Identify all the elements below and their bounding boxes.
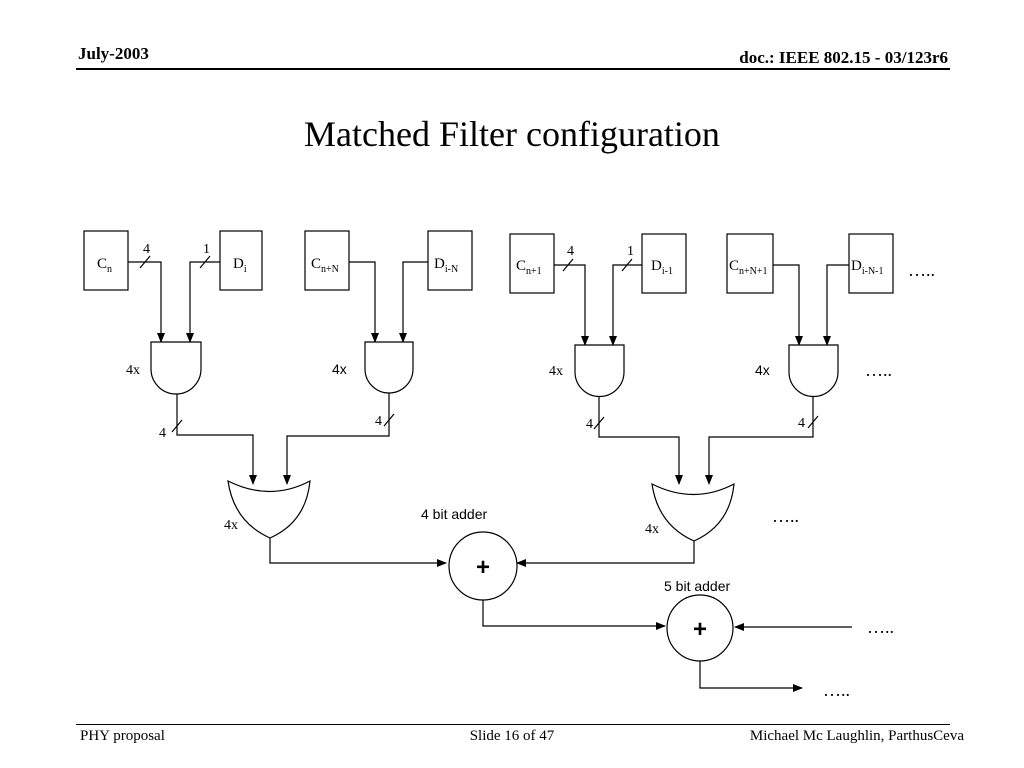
wire xyxy=(598,397,683,485)
bus-tick xyxy=(171,419,183,433)
slide-number: Slide 16 of 47 xyxy=(469,728,555,744)
and-gate-4 xyxy=(788,344,839,398)
wire xyxy=(283,393,390,485)
wire xyxy=(269,538,447,567)
footer-left: PHY proposal xyxy=(80,728,165,744)
bus-tick xyxy=(199,255,211,269)
or-gate-2 xyxy=(651,482,735,542)
wire xyxy=(699,661,803,692)
register-label: Di xyxy=(233,256,247,275)
wire xyxy=(516,541,695,567)
bus-tick xyxy=(383,413,395,427)
register-c-n-plus-1 xyxy=(509,233,555,294)
wire xyxy=(554,264,589,346)
wire xyxy=(128,261,165,343)
bus-tick xyxy=(807,415,819,429)
register-label: Cn xyxy=(97,256,112,275)
bus-width-label: 4 xyxy=(586,417,593,432)
multiplier-label: 4x xyxy=(224,518,238,533)
ellipsis: ….. xyxy=(772,506,799,526)
wire xyxy=(399,261,428,343)
wire xyxy=(773,264,803,346)
bus-tick xyxy=(621,258,633,272)
header-rule xyxy=(76,68,950,70)
bus-tick xyxy=(593,416,605,430)
register-label: Cn+N xyxy=(311,256,339,275)
header-date: July-2003 xyxy=(78,44,149,63)
slide-title: Matched Filter configuration xyxy=(304,114,720,154)
register-d-i xyxy=(219,230,263,291)
multiplier-label: 4x xyxy=(549,364,563,379)
wire xyxy=(349,261,379,343)
adder1-plus: + xyxy=(476,554,490,581)
adder1-label: 4 bit adder xyxy=(421,506,487,522)
bus-width-label: 4 xyxy=(375,414,382,429)
bus-tick xyxy=(562,258,574,272)
header-doc-id: doc.: IEEE 802.15 - 03/123r6 xyxy=(739,48,948,67)
ellipsis: ….. xyxy=(867,617,894,637)
register-c-n-plus-N-plus-1 xyxy=(726,233,774,294)
register-label: Cn+N+1 xyxy=(729,258,768,277)
wire xyxy=(705,397,814,485)
or-gate-1 xyxy=(227,479,311,539)
bus-width-label: 4 xyxy=(798,416,805,431)
bus-tick xyxy=(139,255,151,269)
multiplier-label: 4x xyxy=(332,361,347,377)
wire xyxy=(823,264,849,346)
wire xyxy=(482,600,666,630)
adder2-plus: + xyxy=(693,616,707,643)
ellipsis: ….. xyxy=(908,260,935,280)
wire xyxy=(186,261,220,343)
multiplier-label: 4x xyxy=(126,363,140,378)
and-gate-2 xyxy=(364,341,414,394)
multiplier-label: 4x xyxy=(645,522,659,537)
and-gate-3 xyxy=(574,344,625,398)
register-label: Di-1 xyxy=(651,258,673,277)
ellipsis: ….. xyxy=(865,360,892,380)
register-d-i-minus-N-minus-1 xyxy=(848,233,894,294)
bus-width-label: 4 xyxy=(159,426,166,441)
register-label: Cn+1 xyxy=(516,258,542,277)
register-d-i-minus-N xyxy=(427,230,473,291)
bus-width-label: 4 xyxy=(567,244,574,259)
multiplier-label: 4x xyxy=(755,362,770,378)
register-c-n-plus-N xyxy=(304,230,350,291)
register-label: Di-N xyxy=(434,256,458,275)
wire xyxy=(609,264,642,346)
and-gate-1 xyxy=(150,341,202,395)
register-label: Di-N-1 xyxy=(851,258,884,277)
footer-author: Michael Mc Laughlin, ParthusCeva xyxy=(749,728,964,744)
wire xyxy=(176,394,257,485)
register-c-n xyxy=(83,230,129,291)
bus-width-label: 4 xyxy=(143,242,150,257)
adder2-label: 5 bit adder xyxy=(664,578,730,594)
register-d-i-minus-1 xyxy=(641,233,687,294)
bus-width-label: 1 xyxy=(627,244,634,259)
ellipsis: ….. xyxy=(823,680,850,700)
footer-rule xyxy=(76,724,950,725)
bus-width-label: 1 xyxy=(203,242,210,257)
